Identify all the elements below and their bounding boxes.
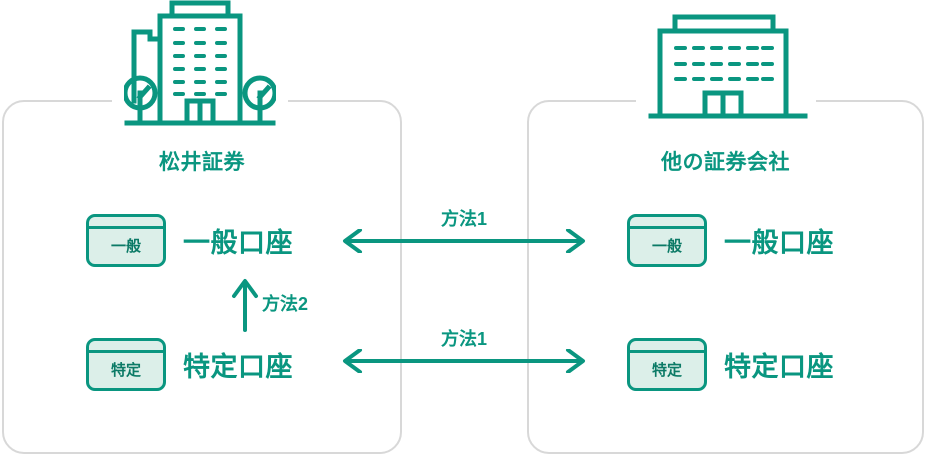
double-horizontal-arrow-icon (343, 349, 585, 373)
card-stripe (630, 226, 704, 229)
account-card-badge: 特定 (110, 362, 141, 379)
account-label: 一般口座 (183, 228, 293, 258)
account-card-badge: 特定 (651, 362, 682, 379)
account-row-matsui-ippan: 一般 一般口座 (86, 214, 293, 267)
connection-label-method2: 方法2 (262, 294, 309, 314)
account-card-icon: 特定 (627, 338, 707, 391)
double-horizontal-arrow-icon (343, 229, 585, 253)
card-stripe (89, 350, 163, 353)
card-stripe (630, 350, 704, 353)
office-building-with-trees-icon (124, 0, 276, 126)
institution-name-matsui: 松井証券 (159, 151, 245, 174)
account-row-matsui-tokutei: 特定 特定口座 (86, 338, 293, 391)
card-stripe (89, 226, 163, 229)
account-card-badge: 一般 (651, 238, 682, 255)
account-row-other-ippan: 一般 一般口座 (627, 214, 834, 267)
account-row-other-tokutei: 特定 特定口座 (627, 338, 834, 391)
connection-label-method1-tokutei: 方法1 (440, 329, 487, 349)
institution-name-other: 他の証券会社 (661, 151, 790, 174)
office-building-icon (648, 14, 808, 119)
account-label: 特定口座 (183, 352, 293, 382)
connection-label-method1-ippan: 方法1 (440, 209, 487, 229)
account-card-icon: 一般 (86, 214, 166, 267)
panel-top-notch-right (636, 96, 816, 106)
up-arrow-icon (232, 279, 258, 332)
account-card-icon: 一般 (627, 214, 707, 267)
account-card-icon: 特定 (86, 338, 166, 391)
account-card-badge: 一般 (110, 238, 141, 255)
account-label: 一般口座 (724, 228, 834, 258)
account-label: 特定口座 (724, 352, 834, 382)
